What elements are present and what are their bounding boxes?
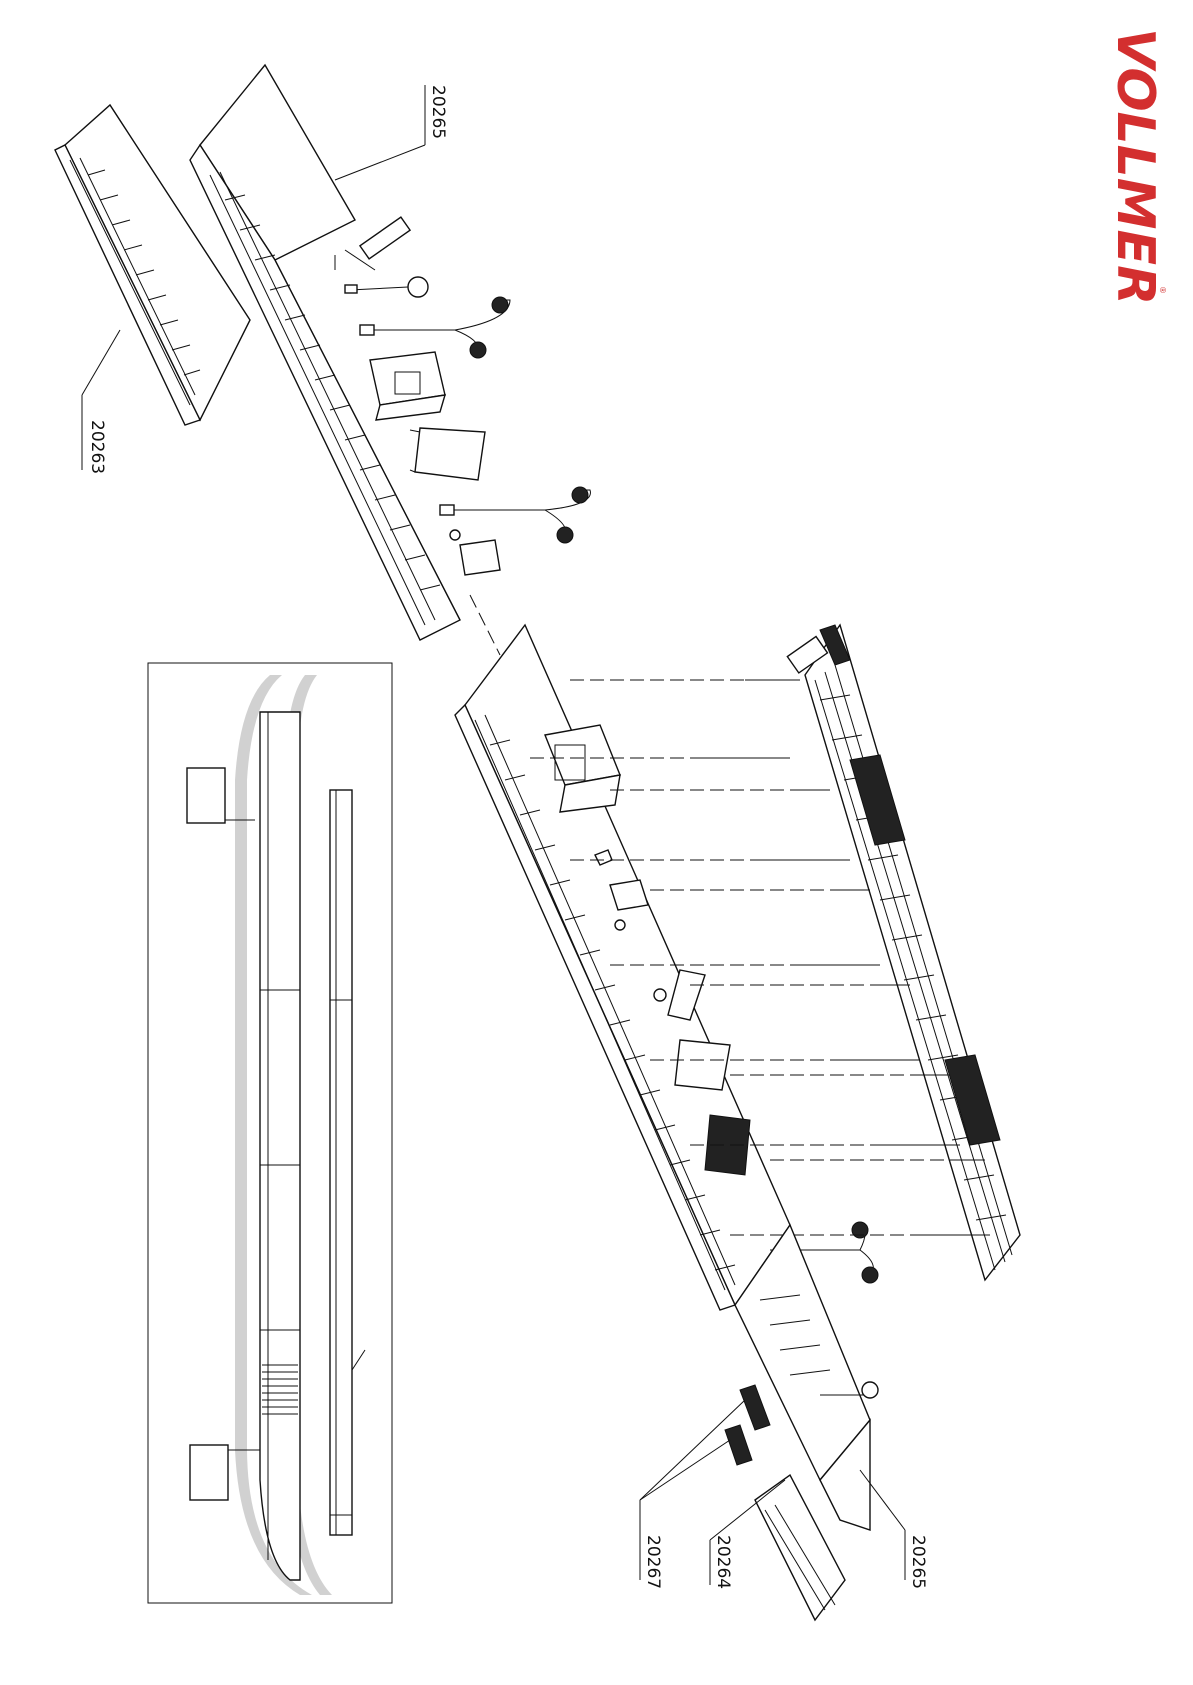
billboard-1	[410, 428, 485, 480]
plan-building-1	[187, 768, 225, 823]
main-platform	[455, 625, 790, 1310]
part-number-20264: 20264	[713, 1535, 733, 1589]
lamp-post-2	[440, 487, 590, 543]
kiosk	[370, 352, 445, 420]
billboard-2	[675, 1040, 730, 1090]
station-roof	[805, 625, 1020, 1280]
part-number-20265-top: 20265	[428, 85, 448, 139]
bench-1	[450, 530, 500, 575]
part-number-20267: 20267	[643, 1535, 663, 1589]
vollmer-logo: VOLLMER ®	[1105, 28, 1167, 305]
station-clock-1	[345, 277, 428, 297]
registered-mark: ®	[1158, 286, 1167, 294]
vollmer-logo-text: VOLLMER	[1105, 28, 1165, 305]
plan-view	[148, 663, 392, 1603]
part-number-20265-bottom: 20265	[908, 1535, 928, 1589]
connector-arrow	[470, 595, 500, 655]
part-number-20263: 20263	[87, 420, 107, 474]
lamp-post-1	[360, 297, 510, 358]
plan-building-2	[190, 1445, 228, 1500]
